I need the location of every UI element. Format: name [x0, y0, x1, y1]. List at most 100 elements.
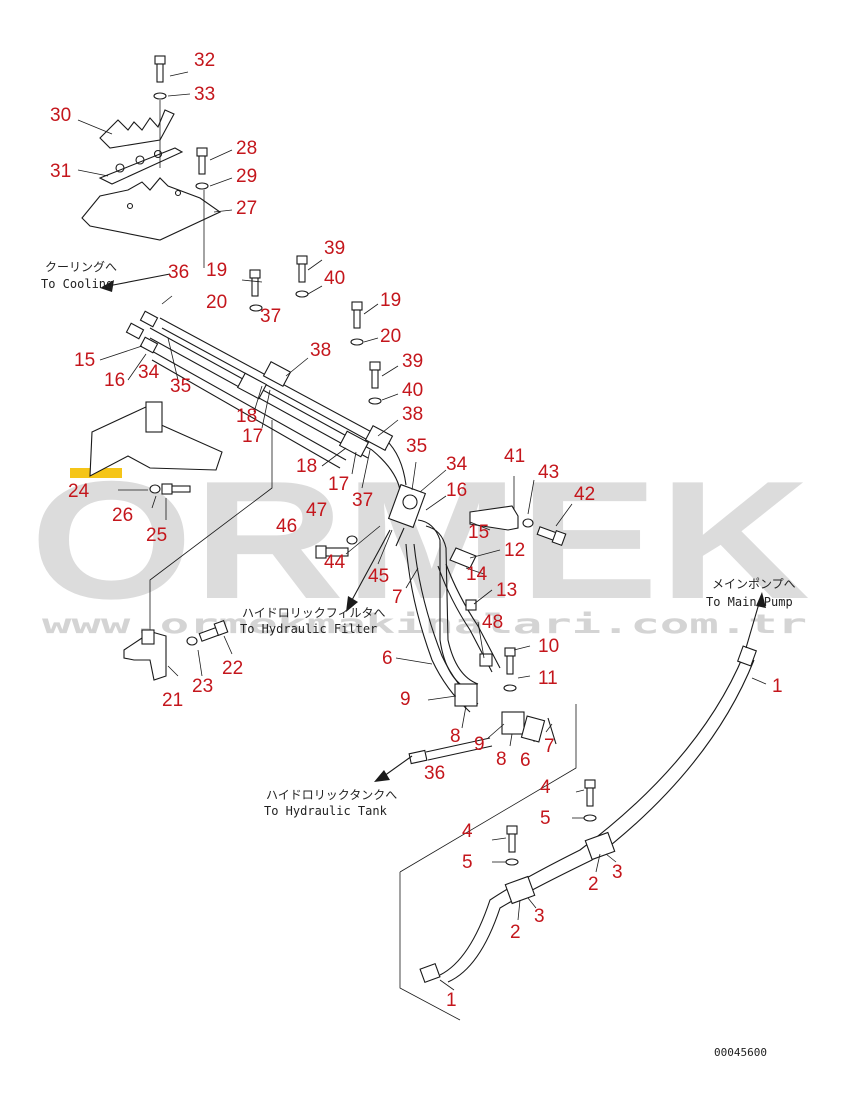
callout-35a: 35	[170, 376, 191, 397]
washer-43	[522, 518, 534, 528]
callout-7a: 7	[392, 587, 403, 608]
clamp-8a	[454, 683, 478, 707]
cover-plate-31	[98, 147, 184, 185]
boundary	[399, 704, 577, 873]
bolt-4a	[584, 779, 596, 807]
callout-25: 25	[146, 525, 167, 546]
callout-15a: 15	[74, 350, 95, 371]
washer-20a	[249, 304, 263, 312]
callout-34a: 34	[138, 362, 160, 383]
washer-23	[186, 636, 198, 646]
callout-40a: 40	[324, 268, 345, 289]
callout-11: 11	[538, 668, 558, 689]
bolt-42	[536, 526, 567, 547]
washer-5b	[505, 858, 519, 866]
arrow-filter	[351, 529, 391, 601]
callout-39a: 39	[324, 238, 345, 259]
callout-9b: 9	[474, 734, 485, 755]
callout-27: 27	[236, 198, 257, 219]
arrow-cooling	[107, 273, 171, 287]
junction-block	[387, 483, 427, 547]
clamp-48	[479, 653, 493, 667]
callout-37b: 37	[352, 490, 373, 511]
callout-6a: 6	[382, 648, 393, 669]
callout-33: 33	[194, 84, 215, 105]
arrowhead	[100, 280, 114, 292]
callout-39b: 39	[402, 351, 423, 372]
callout-8b: 8	[496, 749, 507, 770]
callout-41: 41	[504, 446, 525, 467]
watermark-url: www.ormekmakinalari.com.tr	[42, 609, 807, 640]
callout-46: 46	[276, 516, 297, 537]
callout-29: 29	[236, 166, 257, 187]
callout-2b: 2	[510, 922, 521, 943]
callout-38a: 38	[310, 340, 331, 361]
bracket-21	[123, 629, 167, 681]
callout-36a: 36	[168, 262, 189, 283]
cover-plate-27	[81, 177, 222, 241]
callout-4b: 4	[462, 821, 473, 842]
callout-45: 45	[368, 566, 389, 587]
annotation-cooling-jp: クーリングへ	[45, 260, 117, 274]
callout-1b: 1	[446, 990, 457, 1011]
callout-47: 47	[306, 500, 327, 521]
callout-16a: 16	[104, 370, 125, 391]
washer-40b	[368, 397, 382, 405]
callout-30: 30	[50, 105, 71, 126]
arrow-tank	[383, 755, 413, 777]
annotation-tank-jp: ハイドロリックタンクへ	[266, 788, 397, 802]
part-7	[547, 717, 557, 745]
bracket-41	[469, 505, 519, 531]
callout-5b: 5	[462, 852, 473, 873]
arrowhead	[374, 770, 390, 782]
bolt-19b	[351, 301, 363, 329]
callout-12: 12	[504, 540, 525, 561]
callout-36b: 36	[424, 763, 445, 784]
clamp-2a	[584, 831, 616, 861]
arrowhead	[346, 596, 358, 612]
pipe-fittings-left	[125, 310, 159, 354]
clamp-2b	[504, 875, 536, 905]
washer-11	[503, 684, 517, 692]
callouts: 32 33 30 31 28 29 27 19 39 40 36 20 37 1…	[50, 50, 783, 1011]
callout-3a: 3	[612, 862, 623, 883]
bolt-25	[161, 483, 191, 495]
callout-18b: 18	[296, 456, 317, 477]
hose-6	[405, 519, 479, 713]
drawing-code: 00045600	[714, 1046, 767, 1059]
callout-38b: 38	[402, 404, 423, 425]
callout-31: 31	[50, 161, 71, 182]
annotation-pump-jp: メインポンプへ	[712, 577, 796, 591]
annotation-filter-jp: ハイドロリックフィルタへ	[242, 606, 386, 620]
bolt-39b	[369, 361, 381, 389]
callout-35b: 35	[406, 436, 427, 457]
clamp-upper	[236, 361, 394, 458]
callout-22: 22	[222, 658, 243, 679]
callout-37a: 37	[260, 306, 281, 327]
annotation-filter-en: To Hydraulic Filter	[240, 622, 377, 636]
washer-5a	[583, 814, 597, 822]
leader	[149, 420, 273, 630]
callout-18a: 18	[236, 406, 257, 427]
callout-8a: 8	[450, 726, 461, 747]
cover-plate-30	[99, 109, 175, 149]
callout-3b: 3	[534, 906, 545, 927]
bolt-32	[154, 55, 166, 83]
annotation-cooling-en: To Cooling	[41, 277, 113, 291]
callout-48: 48	[482, 612, 503, 633]
callout-15b: 15	[468, 522, 489, 543]
callout-10: 10	[538, 636, 559, 657]
washer-20b	[350, 338, 364, 346]
callout-9a: 9	[400, 689, 411, 710]
hose-36	[408, 737, 493, 765]
callout-43: 43	[538, 462, 559, 483]
annotation-tank-en: To Hydraulic Tank	[264, 804, 388, 818]
arrowhead	[756, 592, 766, 608]
callout-20a: 20	[206, 292, 227, 313]
callout-32: 32	[194, 50, 215, 71]
callout-42: 42	[574, 484, 595, 505]
callout-1a: 1	[772, 676, 783, 697]
callout-34b: 34	[446, 454, 468, 475]
